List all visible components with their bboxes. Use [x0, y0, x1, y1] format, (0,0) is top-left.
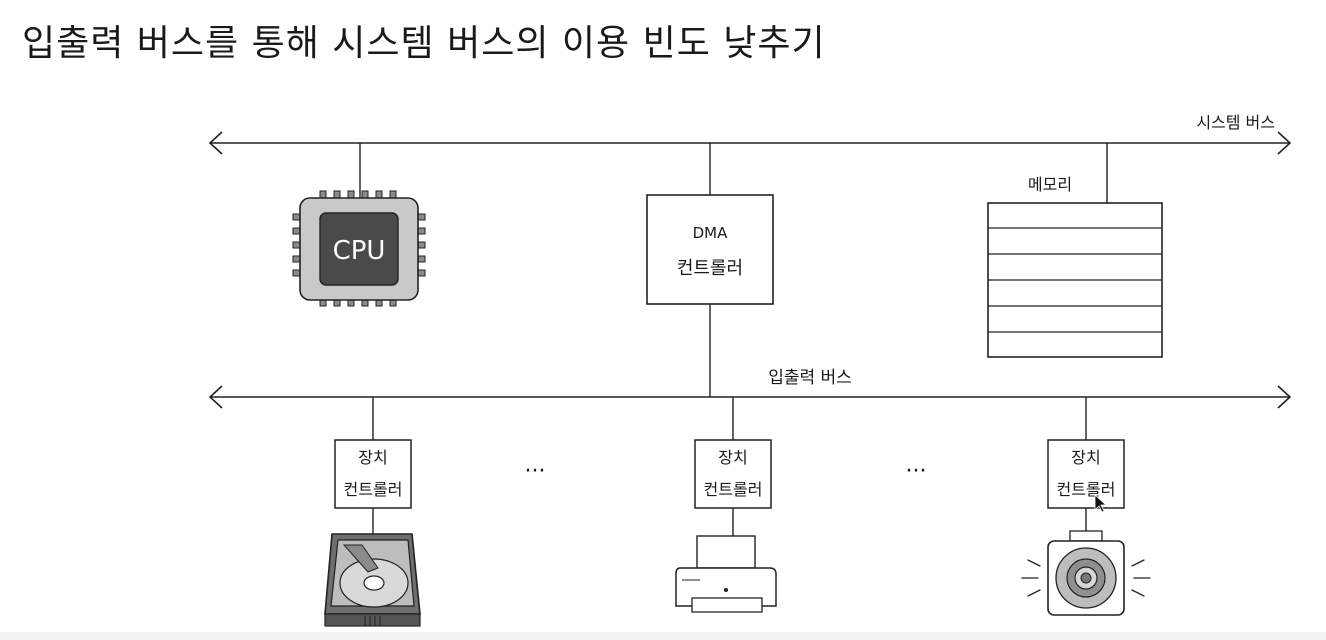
dma-label-line2: 컨트롤러: [677, 258, 743, 279]
device-controller-2: 장치 컨트롤러: [694, 439, 772, 509]
device-controller-label-line1: 장치: [1071, 448, 1100, 467]
device-controller-label-line2: 컨트롤러: [1057, 480, 1116, 499]
dma-controller: DMA 컨트롤러: [646, 194, 774, 305]
printer-icon: [675, 535, 777, 613]
page-title: 입출력 버스를 통해 시스템 버스의 이용 빈도 낮추기: [22, 23, 826, 64]
speaker-icon: [1021, 530, 1151, 616]
cpu-chip-icon: CPU: [292, 190, 426, 307]
cpu-label: CPU: [333, 236, 386, 266]
io-bus-right-arrow: [1277, 385, 1292, 409]
system-bus: 시스템 버스: [208, 113, 1292, 155]
io-bus-left-arrow: [208, 385, 223, 409]
system-bus-label: 시스템 버스: [1196, 113, 1275, 132]
ellipsis-1: ···: [525, 459, 546, 484]
device-controller-label-line1: 장치: [358, 448, 387, 467]
io-bus: 입출력 버스: [208, 368, 1292, 409]
hard-disk-icon: [324, 533, 421, 627]
bottom-strip: [0, 632, 1326, 640]
dma-label-line1: DMA: [693, 224, 728, 242]
device-controller-1: 장치 컨트롤러: [334, 439, 412, 509]
device-controller-label-line1: 장치: [718, 448, 747, 467]
device-controller-label-line2: 컨트롤러: [344, 480, 403, 499]
memory-label: 메모리: [1028, 175, 1072, 194]
device-controller-3: 장치 컨트롤러: [1047, 439, 1125, 513]
system-bus-left-arrow: [208, 131, 223, 155]
ellipsis-2: ···: [906, 459, 927, 484]
device-controller-label-line2: 컨트롤러: [704, 480, 763, 499]
io-bus-label: 입출력 버스: [768, 368, 852, 388]
memory-block: 메모리: [987, 175, 1163, 358]
system-bus-right-arrow: [1277, 131, 1292, 155]
mouse-cursor-icon: [1094, 494, 1108, 513]
